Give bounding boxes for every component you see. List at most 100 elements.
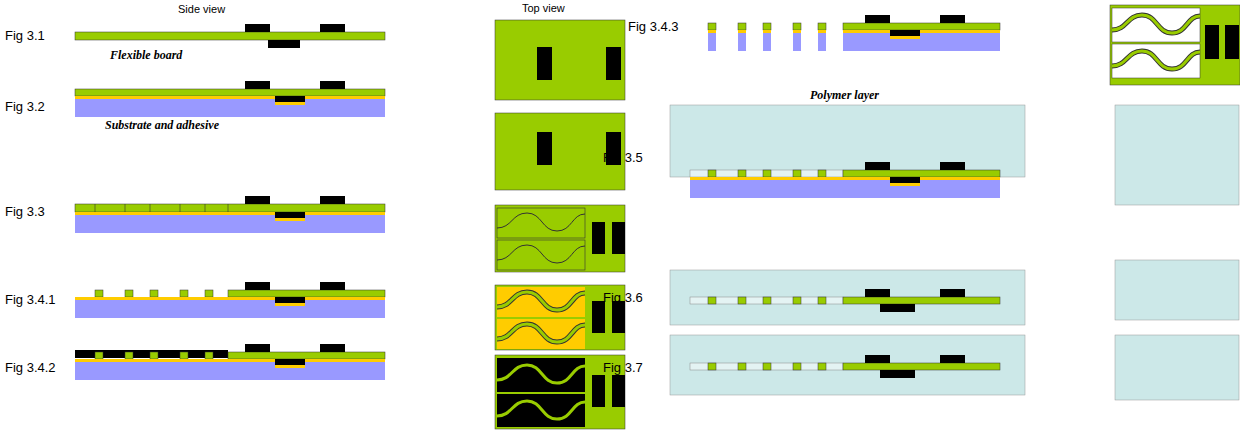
flexible-board	[495, 205, 625, 272]
metal-pad	[275, 297, 305, 303]
flexible-board	[708, 297, 716, 304]
meander-outline	[497, 245, 585, 263]
metal-pad	[268, 40, 300, 48]
adhesive-layer	[75, 96, 385, 99]
process-step	[75, 344, 385, 380]
metal-pad	[75, 350, 228, 358]
figure-number: Fig 3.4.3	[628, 20, 679, 34]
metal-pad	[275, 359, 305, 365]
meander-outline	[497, 213, 585, 231]
meander-trace	[497, 365, 585, 383]
flexible-board	[818, 23, 826, 30]
metal-pad	[592, 222, 605, 254]
layer-name: Flexible board	[110, 49, 182, 62]
flexible-board	[95, 352, 103, 359]
flexible-board	[843, 170, 1000, 177]
flexible-board	[793, 363, 801, 370]
metal-pad	[612, 301, 625, 333]
meander-trace	[497, 324, 585, 342]
flexible-board	[793, 170, 801, 177]
flexible-board	[125, 352, 133, 359]
metal-pad	[245, 24, 270, 32]
polymer-filled-gap	[690, 297, 843, 304]
adhesive-layer	[275, 365, 305, 368]
adhesive-layer	[75, 297, 385, 300]
cut-line	[180, 204, 181, 212]
figure-number: Fig 3.6	[603, 291, 643, 305]
cut-line	[125, 204, 126, 212]
metal-pad	[320, 282, 345, 290]
flexible-board	[228, 290, 385, 297]
metal-pad	[890, 30, 920, 36]
flexible-board	[75, 89, 385, 96]
layer-name: Substrate and adhesive	[105, 119, 219, 132]
flexible-board	[763, 363, 771, 370]
process-step	[670, 270, 1025, 325]
adhesive-layer	[75, 359, 385, 362]
cut-line	[497, 240, 585, 270]
substrate	[818, 33, 826, 51]
flexible-board	[708, 170, 716, 177]
flexible-board	[793, 297, 801, 304]
polymer-filled-gap	[690, 170, 843, 177]
metal-pad	[320, 24, 345, 32]
process-step	[75, 196, 385, 233]
meander-edge	[1112, 15, 1200, 33]
polymer-layer	[1115, 105, 1239, 205]
metal-pad	[606, 47, 621, 80]
figure-number: Fig 3.4.1	[5, 293, 56, 307]
figure-number: Fig 3.1	[5, 29, 45, 43]
metal-pad	[865, 15, 890, 23]
flexible-board	[843, 23, 1000, 30]
flexible-board	[793, 23, 801, 30]
flexible-board	[95, 290, 103, 297]
metal-pad	[1205, 25, 1219, 59]
figure-number: Fig 3.4.2	[5, 361, 56, 375]
metal-pad	[537, 132, 552, 165]
flexible-board	[818, 363, 826, 370]
substrate	[75, 215, 385, 233]
process-step	[670, 105, 1025, 198]
adhesive-layer	[497, 287, 585, 317]
flexible-board	[763, 297, 771, 304]
metal-pad	[612, 222, 625, 254]
flexible-board	[843, 297, 1000, 304]
flexible-board	[738, 297, 746, 304]
metal-pad	[245, 282, 270, 290]
flexible-board	[495, 20, 625, 100]
process-step	[75, 24, 385, 48]
flexible-board	[763, 170, 771, 177]
flexible-board	[150, 290, 158, 297]
metal-pad	[865, 289, 890, 297]
adhesive-layer	[275, 303, 305, 306]
adhesive-layer	[843, 30, 1000, 33]
adhesive-layer	[275, 102, 305, 105]
metal-pad	[592, 375, 605, 407]
adhesive-layer	[708, 30, 716, 33]
flexible-board	[228, 352, 385, 359]
metal-pad	[940, 15, 965, 23]
metal-pad	[275, 96, 305, 102]
cut-line	[497, 208, 585, 238]
polymer-layer	[670, 270, 1025, 325]
substrate	[75, 99, 385, 117]
meander-trace	[1112, 51, 1200, 69]
flexible-board	[738, 170, 746, 177]
adhesive-layer	[793, 30, 801, 33]
cut-line	[205, 204, 206, 212]
flexible-board	[75, 204, 385, 212]
view-heading: Side view	[178, 3, 225, 15]
adhesive-layer	[818, 30, 826, 33]
flexible-board	[180, 290, 188, 297]
process-step	[495, 205, 625, 272]
metal-pad	[497, 358, 585, 392]
adhesive-layer	[738, 30, 746, 33]
metal-pad	[320, 81, 345, 89]
cut-opening	[1112, 44, 1200, 78]
flexible-board	[843, 363, 1000, 370]
meander-edge	[497, 292, 585, 310]
figure-number: Fig 3.3	[5, 205, 45, 219]
metal-pad	[537, 47, 552, 80]
flexible-board	[818, 170, 826, 177]
cut-line	[150, 204, 151, 212]
